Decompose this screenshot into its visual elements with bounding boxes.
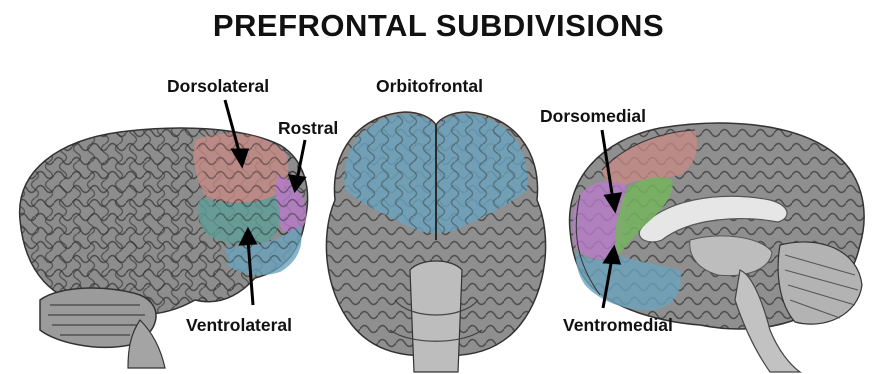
ventral-brainstem (410, 261, 462, 372)
dorsomedial-label: Dorsomedial (540, 106, 646, 127)
rostral-label: Rostral (278, 118, 338, 139)
ventral-brain-view (326, 112, 545, 372)
ventromedial-label: Ventromedial (563, 315, 673, 336)
ventrolateral-label: Ventrolateral (186, 315, 292, 336)
orbitofrontal-label: Orbitofrontal (376, 76, 483, 97)
dorsolateral-label: Dorsolateral (167, 76, 269, 97)
